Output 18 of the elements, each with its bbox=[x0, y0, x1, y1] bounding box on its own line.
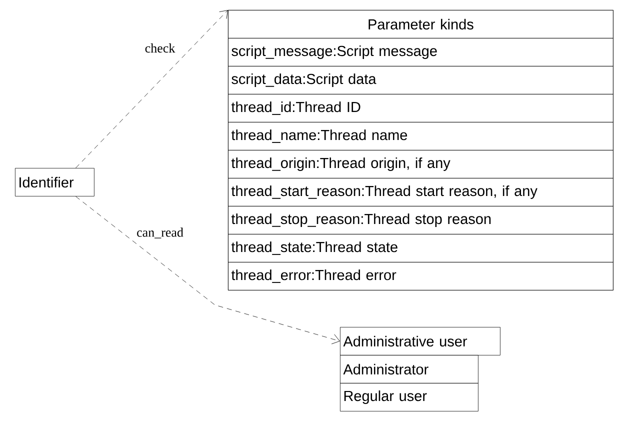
list-item-box: Administrative user bbox=[340, 327, 500, 356]
table-row: thread_name:Thread name bbox=[228, 122, 614, 150]
table-row: thread_origin:Thread origin, if any bbox=[228, 150, 614, 178]
list-item-box: Administrator bbox=[340, 355, 478, 384]
label-box: Identifier bbox=[15, 168, 94, 196]
table-row: thread_start_reason:Thread start reason, if any bbox=[228, 178, 614, 206]
table-header: Parameter kinds bbox=[228, 10, 614, 38]
table-row: script_data:Script data bbox=[228, 66, 614, 94]
list-item-box: Regular user bbox=[340, 383, 478, 412]
table-row: thread_id:Thread ID bbox=[228, 94, 614, 122]
edge-label: can_read bbox=[136, 226, 184, 240]
arrow bbox=[76, 10, 228, 168]
table-row: thread_error:Thread error bbox=[228, 262, 614, 290]
table-row: thread_stop_reason:Thread stop reason bbox=[228, 206, 614, 234]
arrow bbox=[76, 196, 340, 344]
table-row: script_message:Script message bbox=[228, 38, 614, 66]
edge-label: check bbox=[144, 42, 176, 54]
table-row: thread_state:Thread state bbox=[228, 234, 614, 262]
